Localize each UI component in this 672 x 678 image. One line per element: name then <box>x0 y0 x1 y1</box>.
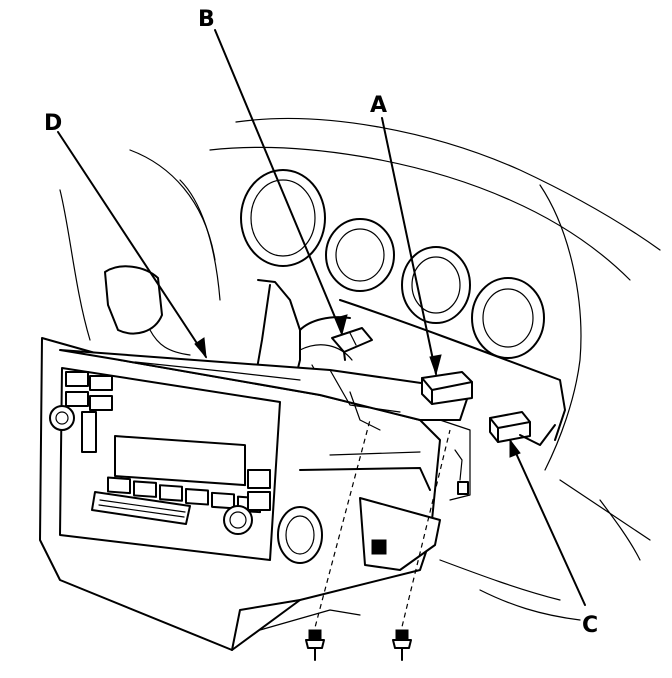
part-c-connector <box>489 411 556 446</box>
callout-b: B <box>198 7 215 32</box>
dashboard-outline <box>59 118 661 621</box>
side-button-2 <box>247 491 271 511</box>
dash-opening <box>254 279 566 441</box>
audio-unit <box>39 337 471 651</box>
hazard-dial <box>277 506 323 564</box>
audio-unit-face <box>59 367 281 561</box>
leader-a <box>381 117 437 375</box>
screw-right <box>392 629 412 661</box>
right-vent-inner <box>482 288 534 348</box>
center-right-vent <box>401 246 471 324</box>
display-window <box>114 435 246 487</box>
left-vent-inner <box>250 179 316 257</box>
button-row <box>107 476 261 514</box>
mounting-screws <box>305 419 451 661</box>
part-a-connector <box>421 371 473 405</box>
center-left-vent <box>325 218 395 292</box>
air-vents <box>240 169 545 359</box>
left-buttons <box>65 371 113 453</box>
left-panel-recess <box>104 265 191 356</box>
center-left-vent-inner <box>335 228 385 282</box>
part-b-connector <box>331 327 373 361</box>
leader-lines <box>57 29 586 606</box>
center-right-vent-inner <box>411 256 461 314</box>
right-knob <box>223 505 253 535</box>
left-knob <box>49 405 75 431</box>
media-slot <box>91 491 191 525</box>
left-vent <box>240 169 326 267</box>
screw-guide-left <box>312 419 371 636</box>
chassis-interior <box>299 391 471 501</box>
callout-a: A <box>370 93 387 118</box>
screw-left <box>305 629 325 661</box>
right-vent <box>471 277 545 359</box>
leader-c <box>509 439 586 606</box>
callout-c: C <box>582 613 598 638</box>
leader-d <box>57 131 207 358</box>
side-button-1 <box>247 469 271 489</box>
callout-d: D <box>44 111 62 136</box>
screw-guide-right <box>399 429 451 636</box>
leader-b <box>214 29 343 335</box>
